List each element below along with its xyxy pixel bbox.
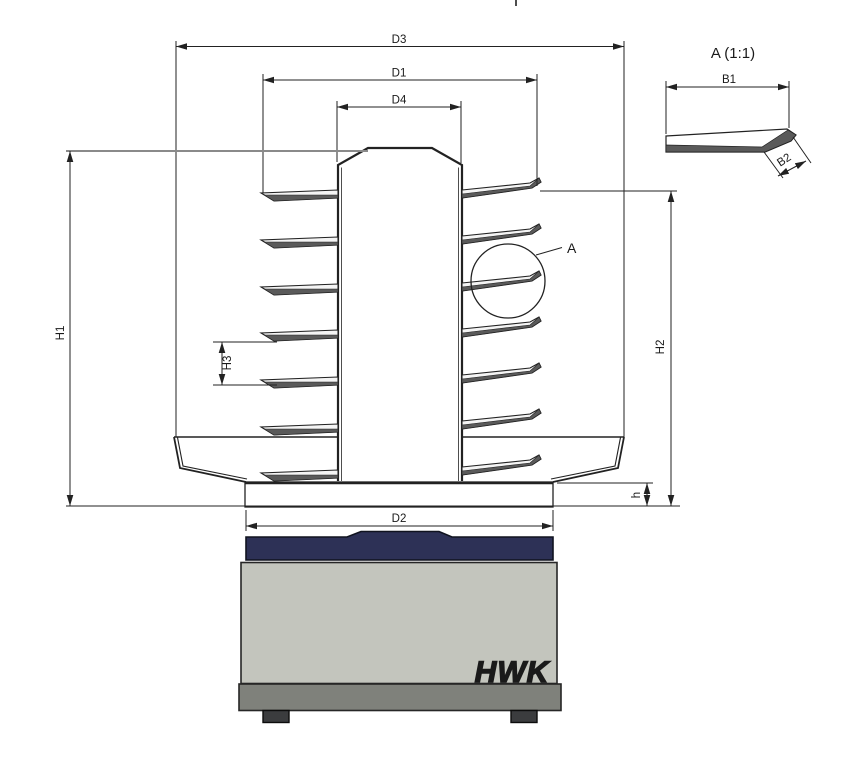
hwk-logo: HWK [475,656,551,689]
dim-label-d2: D2 [392,513,407,525]
rotor-bowl [173,436,625,483]
base-disc [244,481,554,508]
callout-leader-line [535,247,563,256]
right-fins [461,177,542,476]
left-fin-edge [260,239,339,249]
dim-label-h2: H2 [655,340,667,355]
dim-label-h: h [631,492,643,498]
right-fin-edge [461,362,542,384]
rotor-column [336,146,464,481]
right-fin-edge [461,223,542,245]
detail-circle [470,243,546,319]
left-fin-edge [260,286,339,296]
left-fin-edge [260,472,339,482]
dim-label-b1: B1 [722,74,736,86]
dim-label-d4: D4 [392,95,407,107]
right-fin-edge [461,316,542,338]
right-fin-edge [461,177,542,199]
machine-foot-right [510,709,538,724]
left-fin-edge [260,332,339,342]
right-fin-edge [461,454,542,476]
dim-label-d1: D1 [392,68,407,80]
dimensions [66,41,680,531]
left-fin-edge [260,192,339,202]
dim-label-d3: D3 [392,34,407,46]
detail-view: A (1:1) B1 B2 [665,45,812,179]
dim-label-b2: B2 [775,152,793,170]
ext-b1 [665,81,790,134]
left-fin-edge [260,426,339,436]
detail-callout: A [470,240,577,319]
rotor-assembly [173,146,625,508]
left-fin-edge [260,379,339,389]
callout-label: A [567,240,577,256]
dim-label-h1: H1 [55,326,67,341]
machine-base [238,683,562,712]
rotor-column-inner-edges [341,167,459,481]
detail-view-title: A (1:1) [711,45,755,62]
machine-top-plate [245,530,554,561]
right-fin-edge [461,408,542,430]
right-fin-edge [461,270,542,292]
left-fins [259,189,339,482]
ext-h3 [213,341,277,386]
machine: HWK [238,530,562,724]
machine-foot-left [262,709,290,724]
dim-label-h3: H3 [222,356,234,371]
dim-b2 [777,160,807,177]
dimension-labels: D3 D1 D4 D2 H1 H2 H3 h [55,34,667,525]
